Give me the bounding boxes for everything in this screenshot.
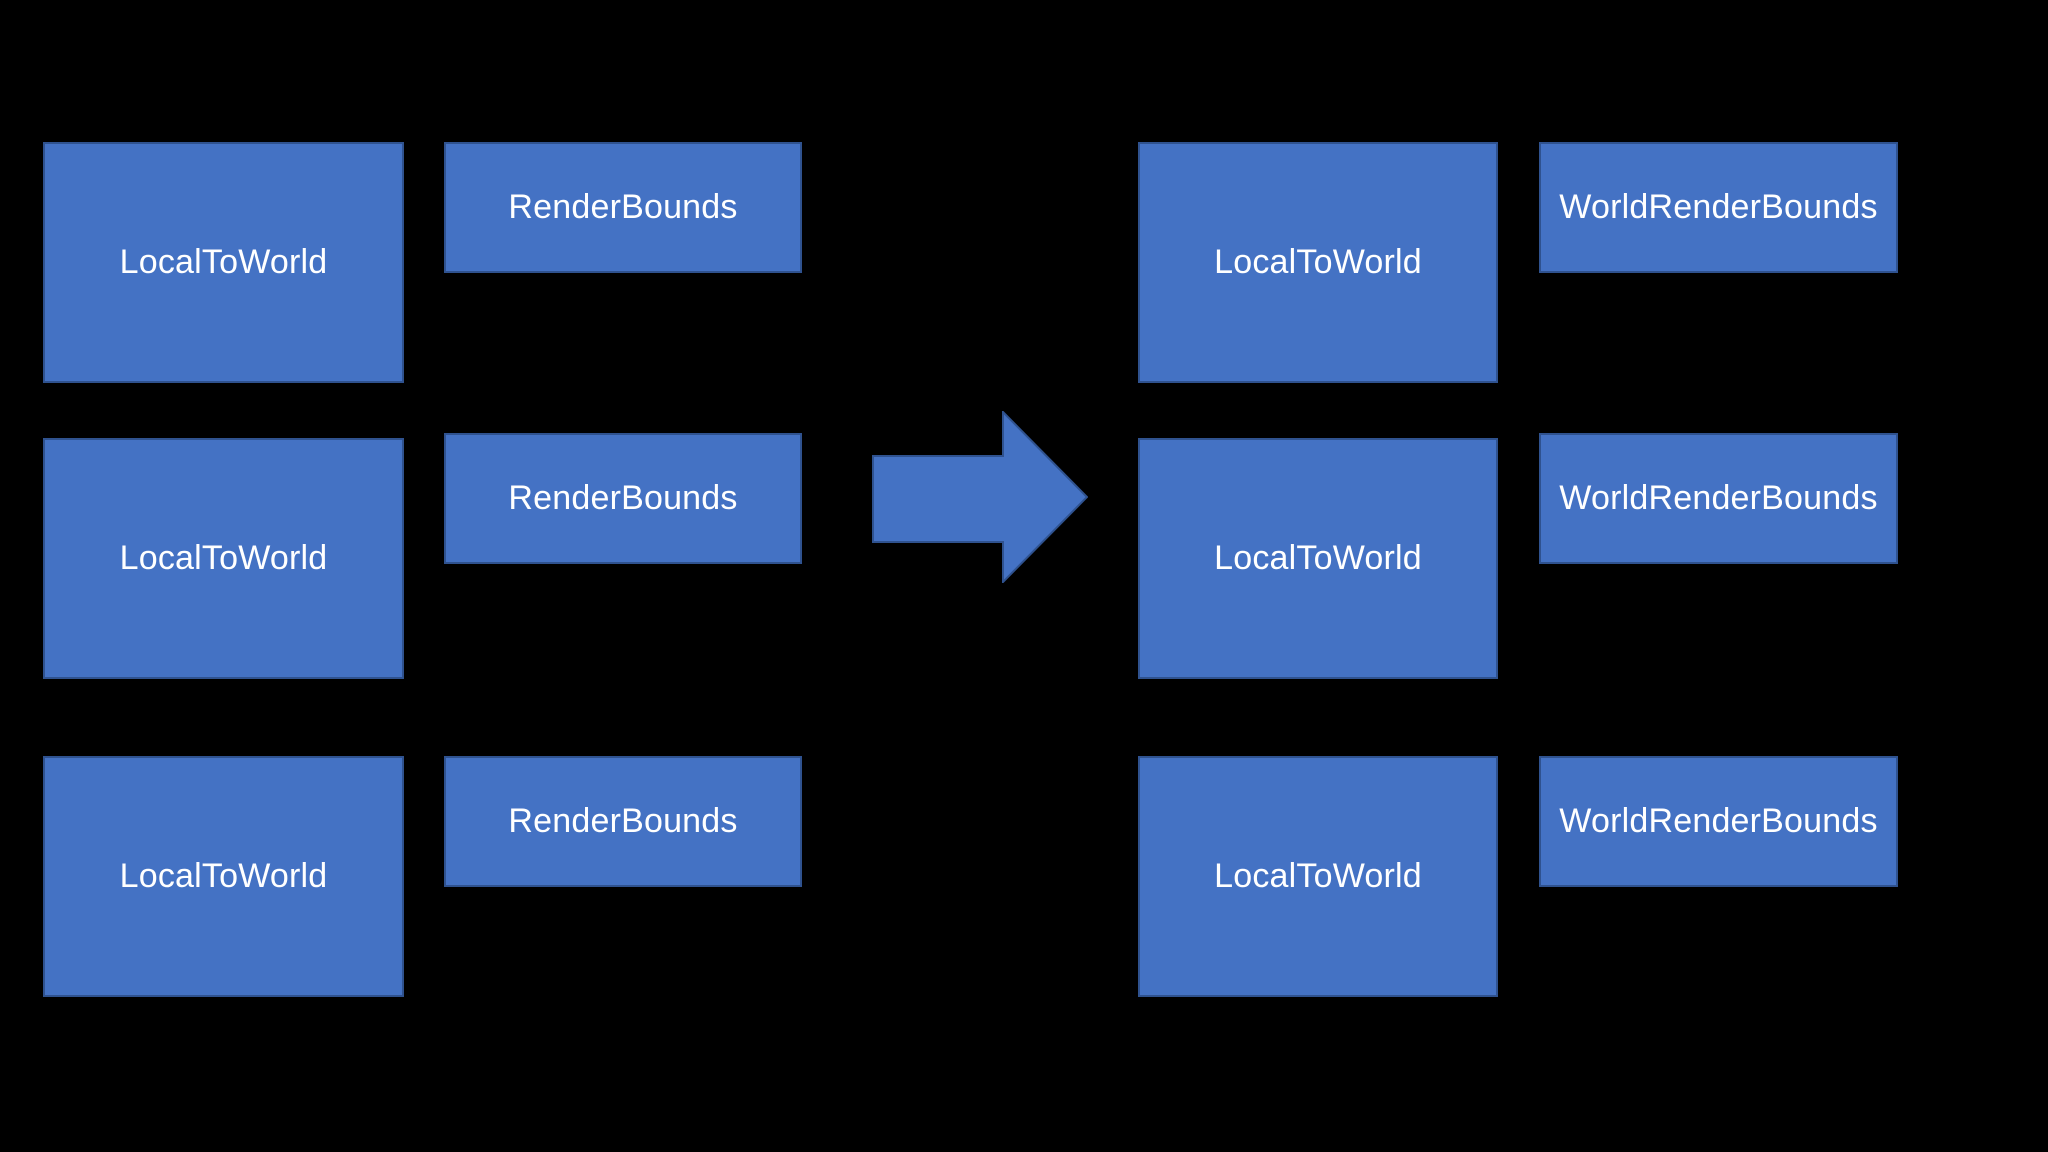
- box-label: LocalToWorld: [119, 539, 328, 578]
- box-label: WorldRenderBounds: [1559, 802, 1878, 841]
- after-entity-1-localtoworld-box: LocalToWorld: [1138, 142, 1498, 383]
- box-label: WorldRenderBounds: [1559, 188, 1878, 227]
- box-label: RenderBounds: [508, 188, 738, 227]
- before-entity-1-localtoworld-box: LocalToWorld: [43, 142, 404, 383]
- before-entity-2-renderbounds-box: RenderBounds: [444, 433, 802, 564]
- before-entity-1-renderbounds-box: RenderBounds: [444, 142, 802, 273]
- box-label: LocalToWorld: [119, 243, 328, 282]
- box-label: LocalToWorld: [119, 857, 328, 896]
- after-entity-3-worldrenderbounds-box: WorldRenderBounds: [1539, 756, 1898, 887]
- after-entity-3-localtoworld-box: LocalToWorld: [1138, 756, 1498, 997]
- box-label: LocalToWorld: [1214, 857, 1422, 896]
- box-label: LocalToWorld: [1214, 243, 1422, 282]
- box-label: RenderBounds: [508, 802, 738, 841]
- before-entity-3-renderbounds-box: RenderBounds: [444, 756, 802, 887]
- after-entity-2-localtoworld-box: LocalToWorld: [1138, 438, 1498, 679]
- before-entity-3-localtoworld-box: LocalToWorld: [43, 756, 404, 997]
- after-entity-2-worldrenderbounds-box: WorldRenderBounds: [1539, 433, 1898, 564]
- right-arrow-icon: [872, 411, 1088, 583]
- box-label: WorldRenderBounds: [1559, 479, 1878, 518]
- after-entity-1-worldrenderbounds-box: WorldRenderBounds: [1539, 142, 1898, 273]
- box-label: LocalToWorld: [1214, 539, 1422, 578]
- before-entity-2-localtoworld-box: LocalToWorld: [43, 438, 404, 679]
- box-label: RenderBounds: [508, 479, 738, 518]
